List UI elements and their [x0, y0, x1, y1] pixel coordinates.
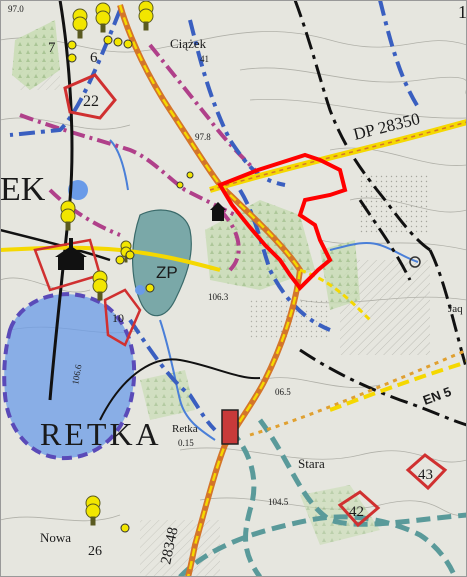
site-marker-icons — [67, 35, 194, 533]
tree-icons — [60, 0, 154, 526]
place-label-ciazek: Ciążek — [170, 36, 207, 51]
protection-zone-teal[interactable] — [228, 418, 467, 577]
tree-icon — [60, 200, 76, 231]
place-label-nowa: Nowa — [40, 530, 71, 545]
elevation-label: 0.15 — [178, 438, 194, 448]
place-label-ek: EK — [0, 171, 46, 208]
site-label-7: 7 — [48, 40, 56, 56]
site-label-26: 26 — [88, 544, 102, 559]
site-number-10: 10 — [112, 311, 124, 325]
tree-icon — [138, 0, 154, 31]
elevation-label: 106.6 — [70, 363, 83, 385]
road-dp-28350[interactable] — [209, 119, 467, 193]
tree-icon — [95, 2, 111, 33]
site-box-10[interactable]: 10 — [103, 288, 142, 347]
elevation-label: 06.5 — [275, 387, 291, 397]
elevation-label: 104.5 — [268, 497, 289, 507]
small-pond[interactable] — [68, 180, 88, 200]
site-box-43[interactable]: 43 — [405, 453, 448, 491]
small-pond-2[interactable] — [135, 285, 145, 295]
road-east-dotted[interactable] — [249, 348, 467, 437]
protection-zone-teal-lower — [178, 514, 458, 577]
elevation-label: 106.3 — [208, 292, 229, 302]
place-label-retka: RETKA — [40, 416, 162, 452]
elevation-label: 41 — [200, 54, 209, 64]
zone-label-zp: ZP — [156, 263, 178, 282]
tree-icon — [72, 8, 88, 39]
elevation-label: 97.8 — [195, 132, 211, 142]
red-object-marker[interactable] — [221, 409, 239, 445]
tree-icon — [92, 270, 108, 301]
highlighted-parcel[interactable] — [217, 152, 348, 292]
place-label-stara: Stara — [298, 456, 325, 471]
site-number-42: 42 — [349, 504, 364, 520]
elevation-label: 97.0 — [8, 4, 24, 14]
place-label-retka-small: Retka — [172, 423, 198, 435]
tree-icon — [120, 240, 132, 263]
site-number-22: 22 — [83, 93, 99, 110]
streams — [109, 139, 419, 441]
site-box-42[interactable]: 42 — [337, 490, 381, 528]
site-label-6: 6 — [90, 50, 98, 66]
site-box-22[interactable]: 22 — [63, 73, 117, 120]
tree-icon — [85, 495, 101, 526]
church-icon — [55, 238, 87, 270]
site-number-43: 43 — [418, 467, 433, 483]
road-label-vertical: 28348 — [158, 526, 181, 566]
magenta-boundaries[interactable] — [19, 43, 257, 272]
place-label-jaq: Jaq — [448, 303, 463, 315]
boundary-marker-icon — [409, 256, 421, 268]
main-road[interactable] — [117, 4, 304, 577]
road-secondary[interactable] — [0, 245, 372, 322]
site-label-1: 1 — [458, 2, 467, 22]
house-icon — [210, 202, 226, 221]
